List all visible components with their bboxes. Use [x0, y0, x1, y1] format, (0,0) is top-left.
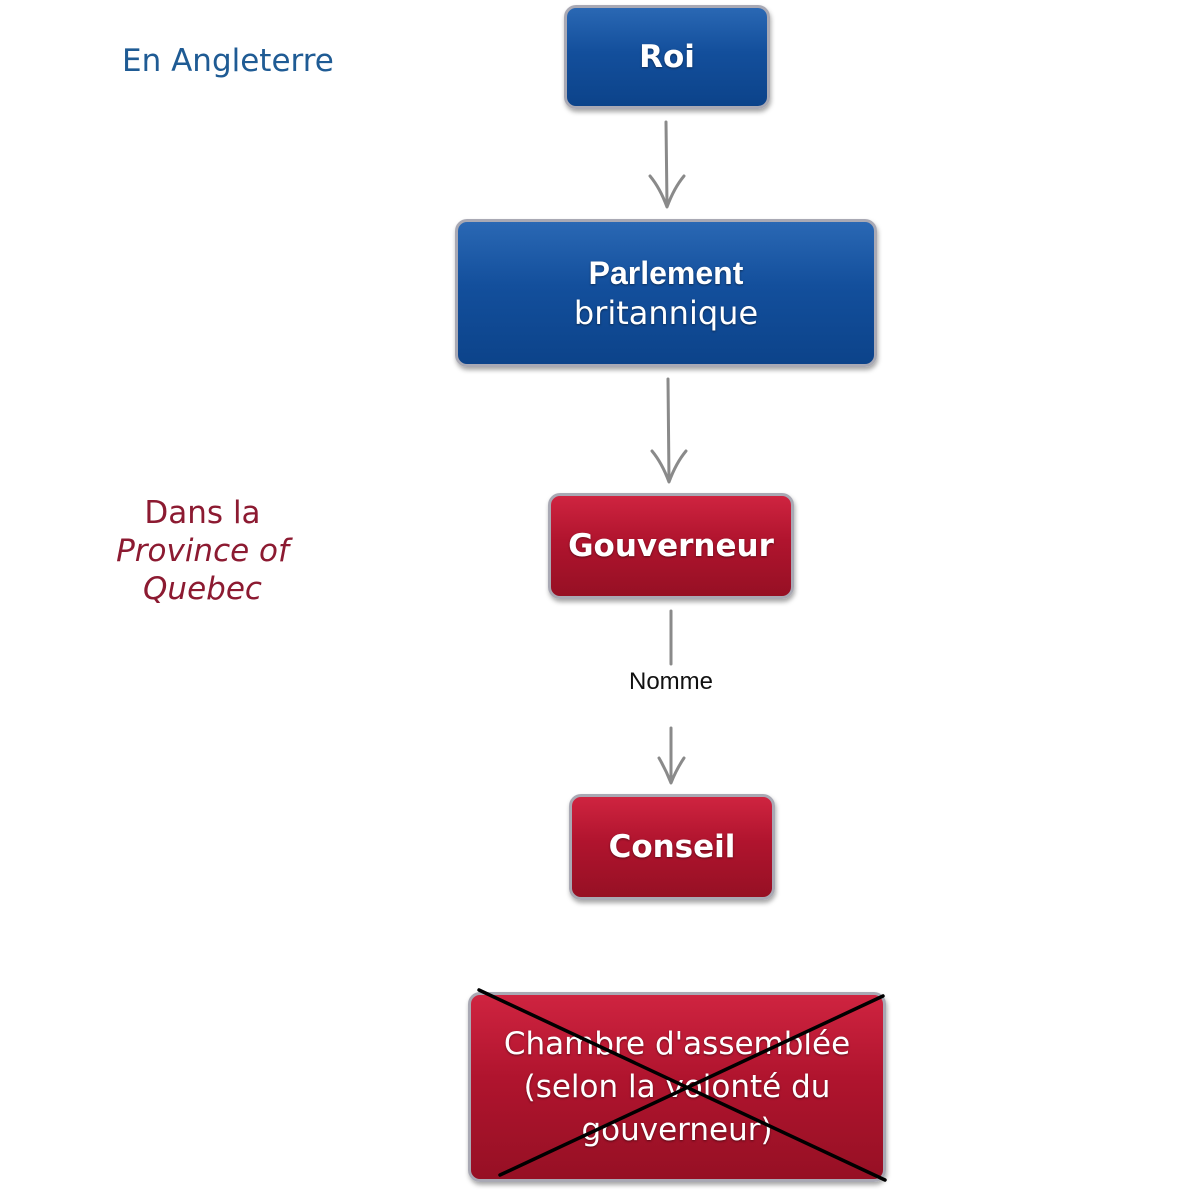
node-chambre-label-line-3: gouverneur) [581, 1111, 773, 1148]
node-chambre-label-line-1: Chambre d'assemblée [503, 1025, 851, 1062]
province-label-line-1: Dans la [144, 495, 261, 531]
node-gouverneur: Gouverneur [548, 493, 794, 599]
node-parlement-label-line-1: Parlement [588, 255, 744, 291]
region-label-province: Dans la Province of Quebec [90, 494, 315, 608]
arrow-parlement-to-gouverneur [666, 377, 671, 482]
node-conseil-label: Conseil [608, 829, 736, 865]
node-chambre-label-line-2: (selon la volonté du [523, 1068, 831, 1105]
node-conseil: Conseil [569, 794, 775, 900]
edge-label-nomme: Nomme [611, 668, 731, 696]
province-label-line-2: Province of [116, 533, 289, 569]
arrowhead-nomme-to-conseil [657, 756, 686, 785]
node-parlement-label-line-2: britannique [573, 294, 759, 332]
node-roi: Roi [564, 5, 770, 109]
region-label-england: En Angleterre [122, 43, 334, 79]
arrowhead-roi-to-parlement [648, 174, 686, 209]
node-parlement-britannique: Parlement britannique [455, 219, 877, 367]
arrowhead-parlement-to-gouverneur [650, 449, 688, 484]
province-label-line-3: Quebec [143, 571, 262, 607]
node-gouverneur-label: Gouverneur [568, 528, 774, 564]
node-chambre-assemblee: Chambre d'assemblée (selon la volonté du… [468, 992, 886, 1182]
node-roi-label: Roi [639, 39, 695, 75]
arrow-roi-to-parlement [664, 120, 669, 207]
